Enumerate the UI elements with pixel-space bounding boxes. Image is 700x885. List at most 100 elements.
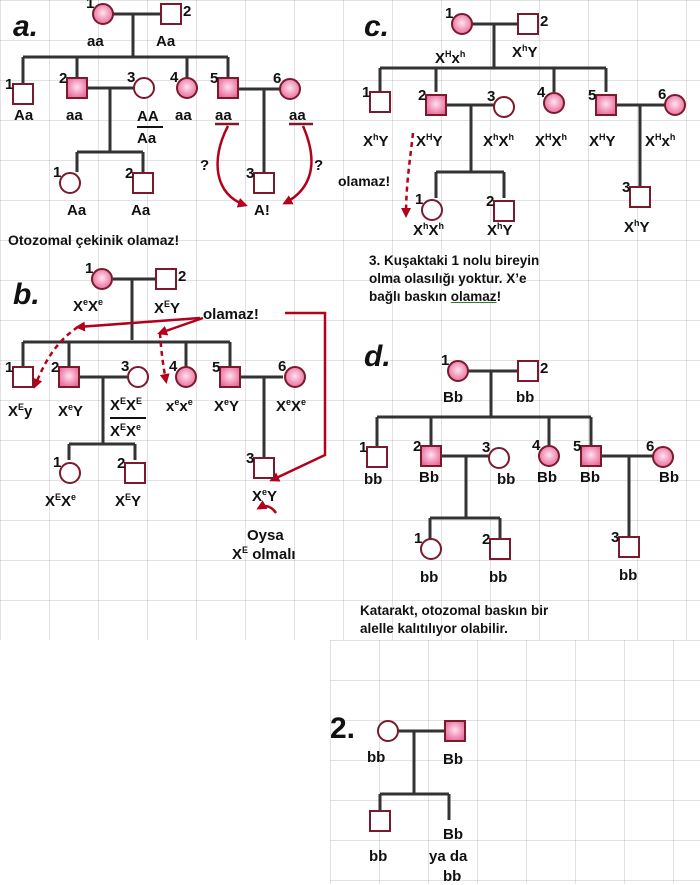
individual-number: 2 (125, 165, 134, 182)
unaffected-male-symbol (369, 91, 391, 113)
genotype-label-bottom: XEXe (110, 422, 142, 440)
genotype-label: xexe (166, 397, 193, 415)
individual-number: 3 (246, 165, 255, 182)
panel-heading-a: a. (13, 10, 39, 43)
genotype-label: XHY (416, 132, 443, 150)
individual-number: 2 (117, 455, 126, 472)
individual-number: 5 (573, 438, 582, 455)
note-underlined: olamaz (450, 289, 497, 305)
individual-number: 6 (278, 358, 287, 375)
individual-number: 5 (588, 87, 597, 104)
unaffected-male-symbol (12, 366, 34, 388)
individual-number: 3 (246, 450, 255, 467)
unaffected-male-symbol (12, 83, 34, 105)
genotype-label: Aa (156, 33, 176, 50)
unaffected-female-symbol (59, 172, 81, 194)
individual-number: 1 (53, 164, 62, 181)
individual-number: 1 (86, 0, 95, 12)
panel-a-note: Otozomal çekinik olamaz! (8, 232, 180, 248)
note-line: 3. Kuşaktaki 1 nolu bireyin (369, 253, 540, 268)
affected-female-symbol (175, 366, 197, 388)
individual-number: 1 (85, 260, 94, 277)
genotype-label: bb (443, 868, 462, 885)
individual-number: 1 (445, 5, 454, 22)
affected-female-symbol (284, 366, 306, 388)
genotype-label: bb (489, 569, 508, 586)
grid-background (0, 0, 700, 640)
individual-number: 5 (210, 70, 219, 87)
genotype-label-top: XEXE (110, 396, 143, 414)
question-mark: ? (200, 157, 210, 174)
unaffected-female-symbol (420, 538, 442, 560)
unaffected-female-symbol (493, 96, 515, 118)
affected-female-symbol (91, 268, 113, 290)
affected-male-symbol (420, 445, 442, 467)
genotype-label: Aa (131, 202, 151, 219)
genotype-label: ya da (429, 848, 468, 865)
individual-number: 6 (273, 70, 282, 87)
unaffected-male-symbol (160, 3, 182, 25)
individual-number: 2 (178, 268, 187, 285)
genotype-label: XeXe (276, 397, 307, 415)
genotype-label: XeY (214, 397, 240, 415)
genotype-label: XhXh (413, 221, 445, 239)
genotype-label: Bb (443, 751, 463, 768)
unaffected-male-symbol (493, 200, 515, 222)
individual-number: 5 (212, 359, 221, 376)
affected-male-symbol (66, 77, 88, 99)
unaffected-female-symbol (421, 199, 443, 221)
genotype-label: aa (289, 107, 306, 124)
individual-number: 1 (414, 530, 423, 547)
genotype-label: bb (367, 749, 386, 766)
genotype-label: bb (497, 471, 516, 488)
note-line: alelle kalıtılıyor olabilir. (360, 621, 508, 637)
genotype-label: XHxh (435, 49, 466, 67)
genotype-label: XeY (58, 402, 84, 420)
unaffected-female-symbol (488, 447, 510, 469)
affected-female-symbol (538, 445, 560, 467)
individual-number: 3 (487, 88, 496, 105)
individual-number: 3 (127, 69, 136, 86)
genotype-label: XhY (512, 43, 538, 61)
individual-number: 4 (537, 84, 546, 101)
affected-female-symbol (447, 360, 469, 382)
unaffected-female-symbol (127, 366, 149, 388)
affected-female-symbol (451, 13, 473, 35)
genotype-label: Bb (419, 469, 439, 486)
affected-female-symbol (652, 446, 674, 468)
individual-number: 4 (532, 437, 541, 454)
olamaz-annotation: olamaz! (203, 306, 259, 323)
unaffected-male-symbol (155, 268, 177, 290)
affected-male-symbol (580, 445, 602, 467)
unaffected-male-symbol (618, 536, 640, 558)
panel-d-note: Katarakt, otozomal baskın bir alelle kal… (360, 602, 548, 638)
unaffected-male-symbol (489, 538, 511, 560)
individual-number: 2 (418, 87, 427, 104)
individual-number: 3 (622, 179, 631, 196)
genotype-label: XEY (115, 492, 142, 510)
unaffected-male-symbol (253, 172, 275, 194)
genotype-label: XEy (8, 402, 33, 420)
genotype-label: aa (175, 107, 192, 124)
genotype-label: XeY (252, 487, 278, 505)
genotype-label: bb (364, 471, 383, 488)
xe-olmali-annotation: XE olmalı (232, 545, 296, 563)
affected-male-symbol (444, 720, 466, 742)
unaffected-male-symbol (517, 360, 539, 382)
genotype-label: Aa (14, 107, 34, 124)
affected-male-symbol (58, 366, 80, 388)
genotype-label: XEXe (45, 492, 77, 510)
genotype-label-top: AA (137, 108, 159, 125)
individual-number: 2 (540, 13, 549, 30)
genotype-label: Bb (537, 469, 557, 486)
genotype-label: aa (87, 33, 104, 50)
genotype-label: Aa (67, 202, 87, 219)
genotype-label: XhXh (483, 132, 515, 150)
affected-male-symbol (595, 94, 617, 116)
unaffected-male-symbol (132, 172, 154, 194)
olamaz-annotation: olamaz! (338, 173, 391, 189)
grid-background (330, 640, 700, 884)
genotype-label: Bb (443, 826, 463, 843)
